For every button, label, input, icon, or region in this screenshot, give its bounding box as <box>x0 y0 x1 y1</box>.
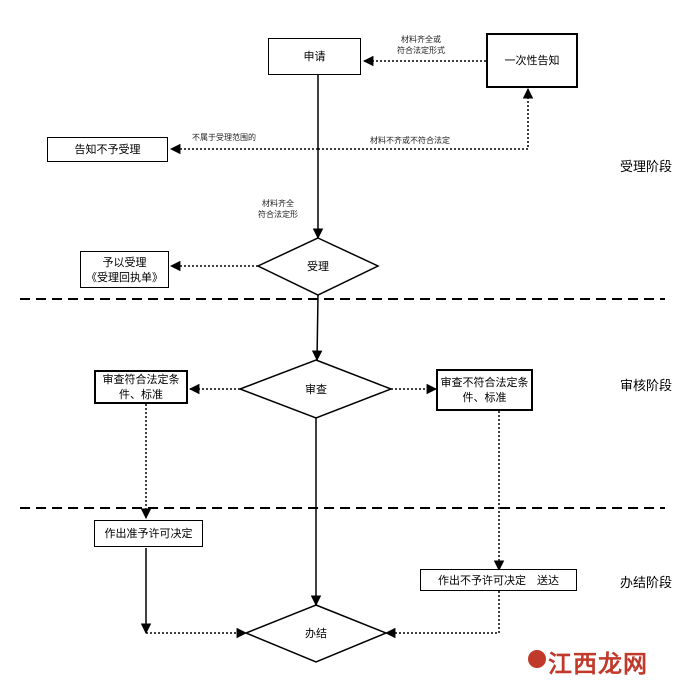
dotted-edges <box>140 55 534 639</box>
edge-label-complete-line1: 材料齐全 <box>262 199 294 208</box>
stage-label-accept: 受理阶段 <box>620 160 673 175</box>
not-meets-line2: 件、标准 <box>462 391 507 404</box>
finish-label: 办结 <box>305 627 327 640</box>
edge-deny-to-finish <box>384 591 500 639</box>
edge-label-out-of-scope: 不属于受理范围的 <box>192 133 256 142</box>
watermark-logo-icon <box>528 650 546 668</box>
accept-receipt-line2: 《受理回执单》 <box>86 270 163 284</box>
meets-line1: 审查符合法定条 <box>102 373 180 386</box>
notify-reject-label: 告知不予受理 <box>74 143 141 156</box>
edge-incomplete-to-notify-once <box>318 87 534 150</box>
deny-label: 作出不予许可决定 送达 <box>438 573 559 587</box>
edge-label-complete-line2: 符合法定形 <box>258 210 298 219</box>
edge-label-complete: 材料齐全 符合法定形 <box>258 198 298 220</box>
apply-box: 申请 <box>268 38 361 75</box>
grant-box: 作出准予许可决定 <box>94 520 203 547</box>
accept-receipt-line1: 予以受理 <box>102 255 147 269</box>
notify-once-label: 一次性告知 <box>504 54 560 67</box>
notify-once-box: 一次性告知 <box>486 33 578 88</box>
notify-reject-box: 告知不予受理 <box>47 137 168 162</box>
apply-label: 申请 <box>303 50 326 63</box>
not-meets-box: 审查不符合法定条 件、标准 <box>436 369 533 411</box>
accept-receipt-box: 予以受理 《受理回执单》 <box>80 251 169 288</box>
not-meets-line1: 审查不符合法定条 <box>440 376 529 389</box>
watermark: 江西龙网 <box>548 650 648 678</box>
accept-label: 受理 <box>307 260 329 273</box>
review-label: 审查 <box>305 383 327 396</box>
edge-label-notify-once-line2: 符合法定形式 <box>397 46 445 55</box>
edge-label-incomplete: 材料不齐或不符合法定 <box>370 136 450 145</box>
meets-box: 审查符合法定条 件、标准 <box>94 370 188 404</box>
edge-accept-to-review <box>311 294 323 362</box>
stage-label-review: 审核阶段 <box>620 379 673 394</box>
edge-label-notify-once: 材料齐全或 符合法定形式 <box>397 34 445 56</box>
meets-line2: 件、标准 <box>119 388 163 401</box>
edge-label-notify-once-line1: 材料齐全或 <box>401 35 441 44</box>
grant-label: 作出准予许可决定 <box>104 527 193 540</box>
finish-diamond <box>244 604 388 663</box>
deny-box: 作出不予许可决定 送达 <box>420 569 577 591</box>
stage-label-finish: 办结阶段 <box>620 576 673 591</box>
